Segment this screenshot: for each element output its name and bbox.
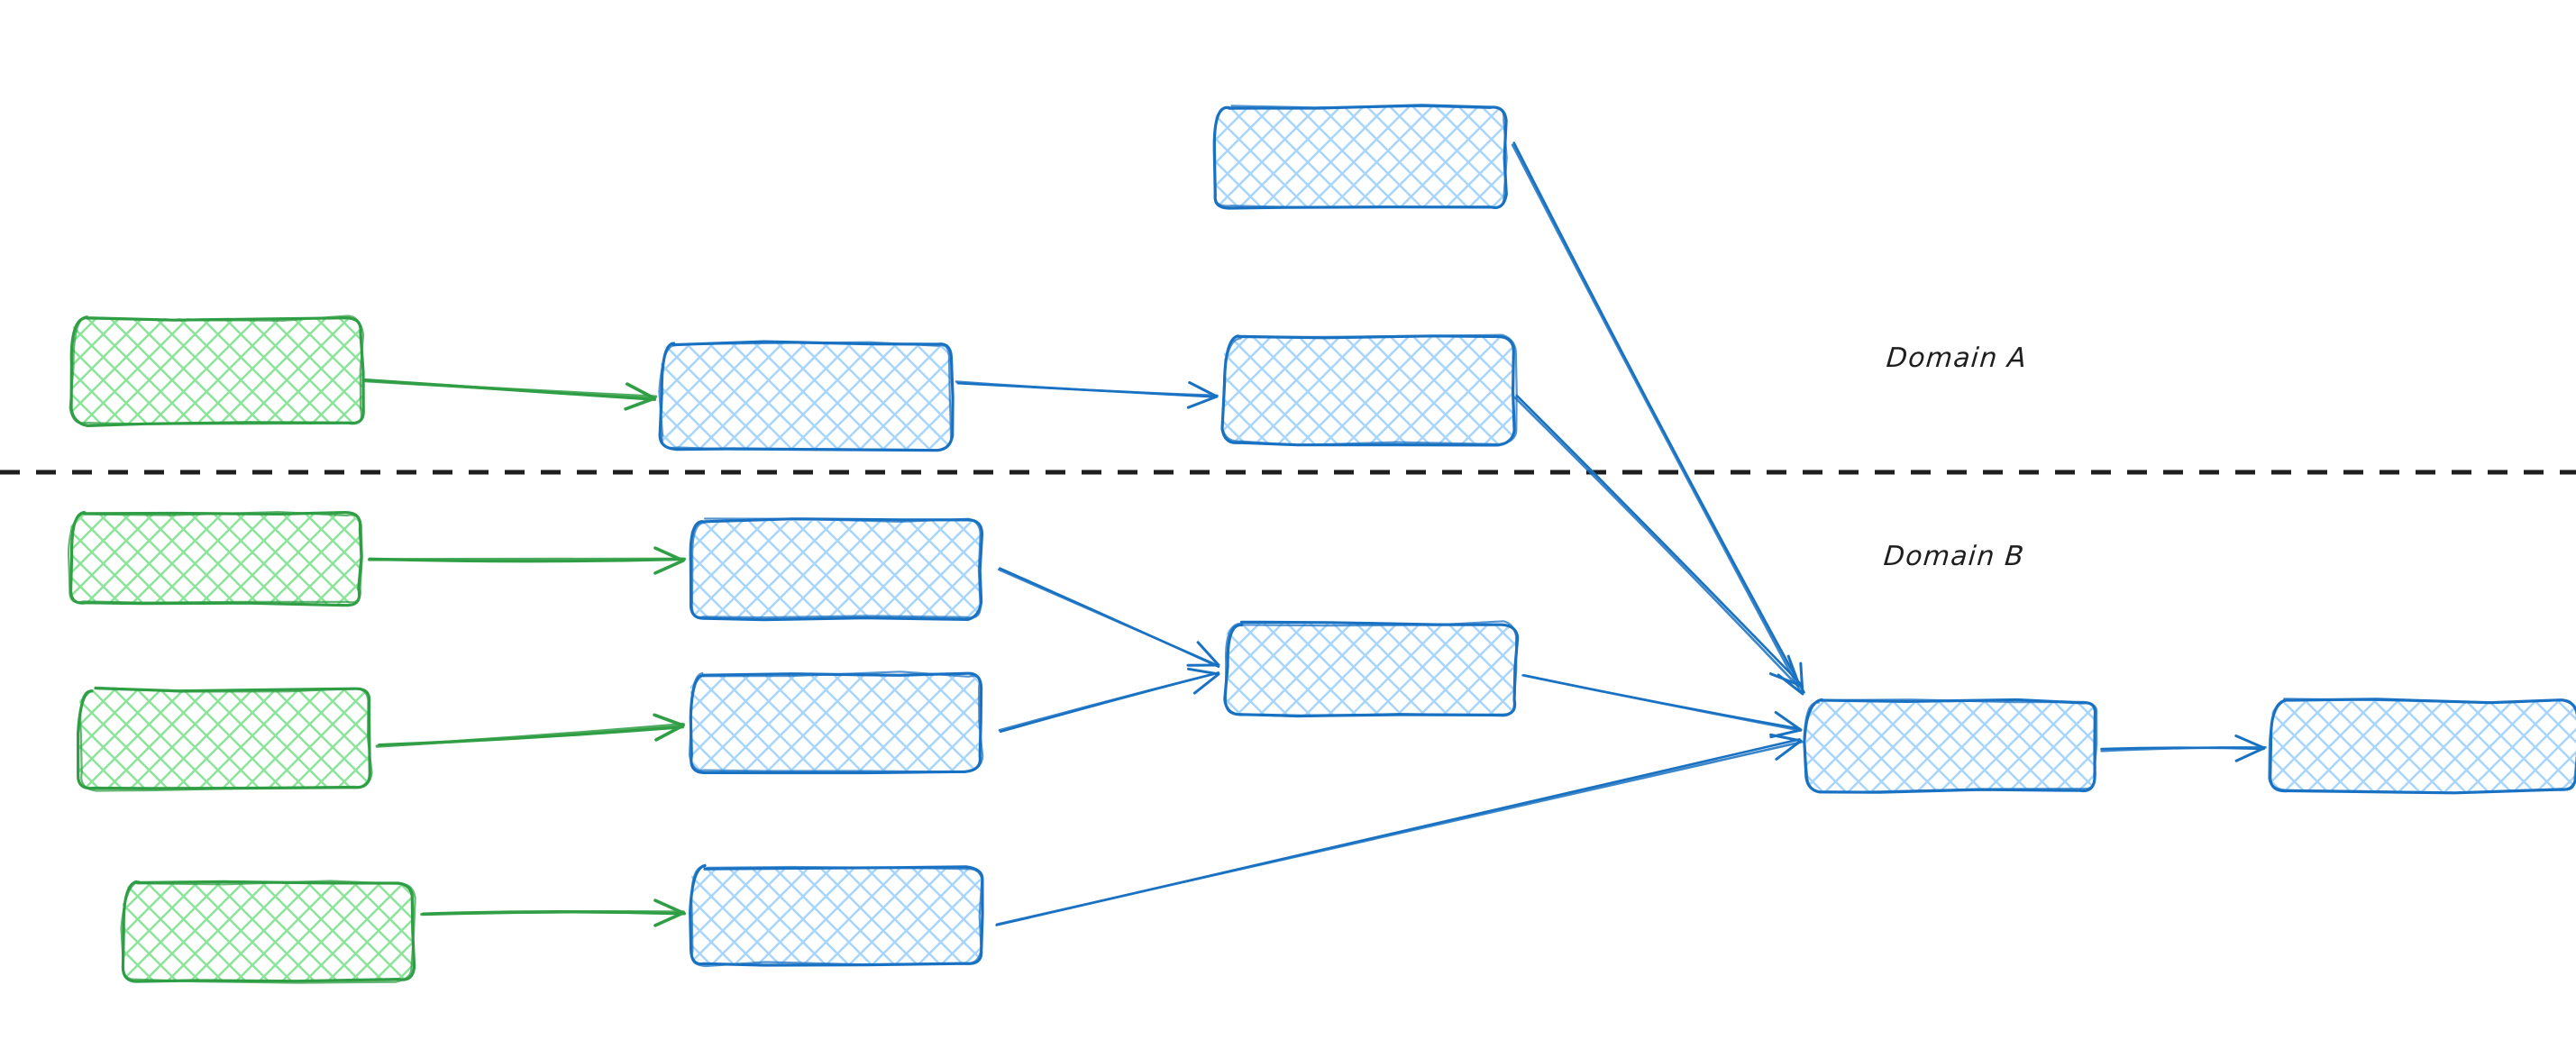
edge-layer [362,141,2267,927]
node-b-green-3[interactable] [120,880,416,984]
node-b-blue-1[interactable] [689,517,984,622]
node-b-blue-out[interactable] [2268,698,2576,795]
node-b-blue-hub[interactable] [1803,698,2098,794]
edge-a-blue-2-to-b-blue-hub [1513,394,1802,688]
node-a-green-1[interactable] [69,315,365,427]
edge-b-blue-2-to-b-blue-mid [998,667,1220,734]
node-a-blue-top[interactable] [1212,104,1508,210]
node-layer [67,104,2576,984]
node-b-green-2[interactable] [77,686,373,792]
domain-a-label: Domain A [1885,342,2029,374]
node-b-blue-2[interactable] [688,670,984,775]
edge-a-green-1-to-a-blue-1 [362,379,658,411]
edge-b-blue-3-to-b-blue-hub [995,733,1804,926]
edge-b-green-3-to-b-blue-3 [420,898,686,927]
edge-b-green-2-to-b-blue-2 [375,713,685,748]
node-a-blue-2[interactable] [1220,333,1518,447]
edge-b-blue-hub-to-b-blue-out [2100,734,2267,762]
edge-b-blue-mid-to-b-blue-hub [1521,674,1803,739]
edge-a-blue-1-to-a-blue-2 [955,380,1219,409]
domain-b-label: Domain B [1882,541,2026,572]
node-b-blue-mid[interactable] [1223,620,1520,718]
node-b-blue-3[interactable] [689,863,984,968]
node-a-blue-1[interactable] [658,340,955,452]
edge-a-blue-top-to-b-blue-hub [1511,141,1805,696]
edge-b-blue-1-to-b-blue-mid [998,567,1220,668]
node-b-green-1[interactable] [67,510,363,607]
edge-b-green-1-to-b-blue-1 [367,546,687,575]
